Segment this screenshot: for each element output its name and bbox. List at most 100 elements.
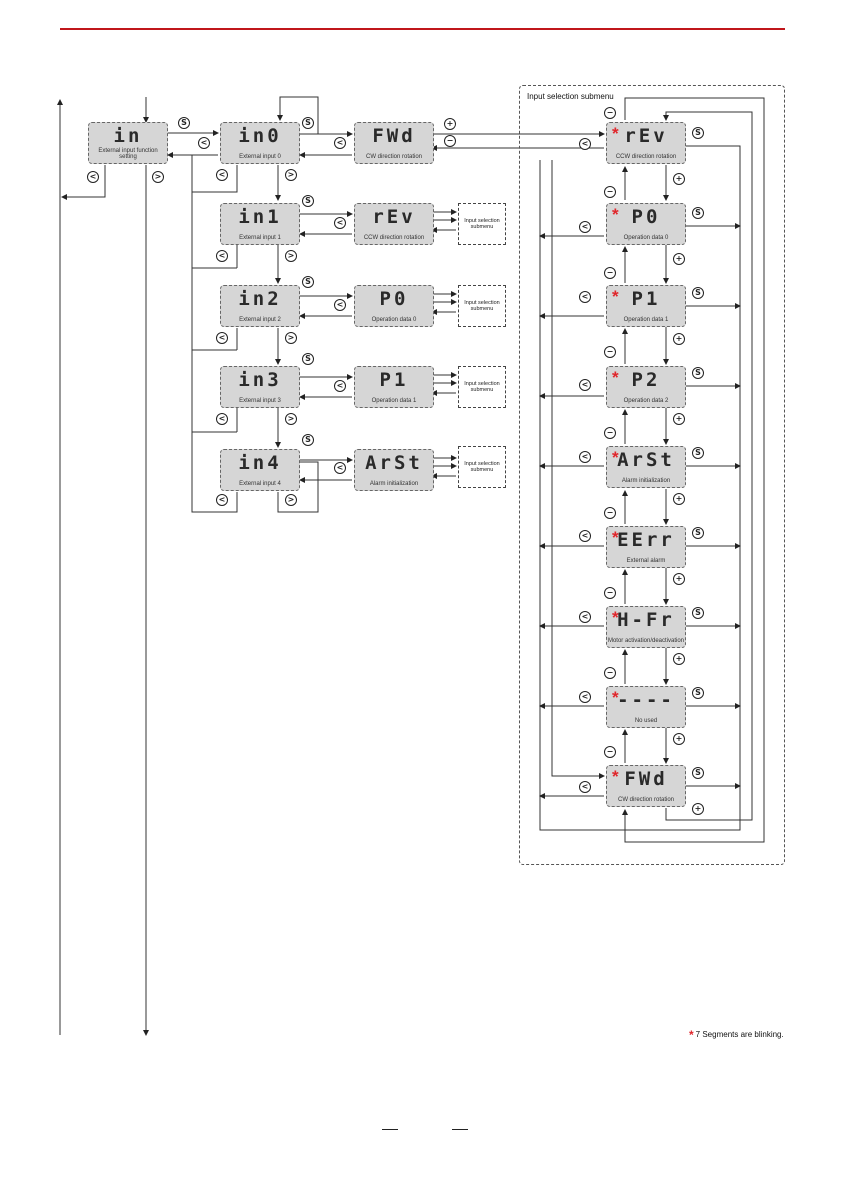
display-in2: in2 External input 2 bbox=[220, 285, 300, 327]
right-button-icon[interactable]: > bbox=[285, 332, 297, 344]
plus-button-icon[interactable]: + bbox=[444, 118, 456, 130]
left-button-icon[interactable]: < bbox=[579, 379, 591, 391]
set-button-icon[interactable]: S bbox=[692, 607, 704, 619]
blink-star-icon: * bbox=[612, 124, 619, 143]
left-button-icon[interactable]: < bbox=[216, 494, 228, 506]
blink-star-icon: * bbox=[612, 287, 619, 306]
left-button-icon[interactable]: < bbox=[579, 291, 591, 303]
minus-button-icon[interactable]: − bbox=[604, 107, 616, 119]
display-label: Alarm initialization bbox=[621, 478, 671, 484]
page-mark bbox=[452, 1129, 468, 1130]
set-button-icon[interactable]: S bbox=[302, 353, 314, 365]
submenu-item-p1: * P1 Operation data 1 bbox=[606, 285, 686, 327]
plus-button-icon[interactable]: + bbox=[673, 333, 685, 345]
set-button-icon[interactable]: S bbox=[692, 447, 704, 459]
plus-button-icon[interactable]: + bbox=[673, 653, 685, 665]
segment-text: in1 bbox=[238, 206, 282, 228]
left-button-icon[interactable]: < bbox=[334, 299, 346, 311]
left-button-icon[interactable]: < bbox=[579, 221, 591, 233]
submenu-ref-text: submenu bbox=[470, 387, 494, 393]
submenu-item-p0: * P0 Operation data 0 bbox=[606, 203, 686, 245]
page-top-rule bbox=[60, 28, 785, 30]
segment-text: in3 bbox=[238, 369, 282, 391]
minus-button-icon[interactable]: − bbox=[604, 267, 616, 279]
minus-button-icon[interactable]: − bbox=[444, 135, 456, 147]
left-button-icon[interactable]: < bbox=[579, 781, 591, 793]
submenu-item-arst: * ArSt Alarm initialization bbox=[606, 446, 686, 488]
blink-star-icon: * bbox=[612, 767, 619, 786]
set-button-icon[interactable]: S bbox=[302, 276, 314, 288]
left-button-icon[interactable]: < bbox=[216, 250, 228, 262]
right-button-icon[interactable]: > bbox=[152, 171, 164, 183]
left-button-icon[interactable]: < bbox=[579, 138, 591, 150]
plus-button-icon[interactable]: + bbox=[692, 803, 704, 815]
plus-button-icon[interactable]: + bbox=[673, 413, 685, 425]
left-button-icon[interactable]: < bbox=[579, 451, 591, 463]
segment-text: P1 bbox=[379, 369, 409, 391]
plus-button-icon[interactable]: + bbox=[673, 173, 685, 185]
set-button-icon[interactable]: S bbox=[692, 527, 704, 539]
display-in1: in1 External input 1 bbox=[220, 203, 300, 245]
input-selection-submenu-frame bbox=[519, 85, 785, 865]
submenu-ref-text: submenu bbox=[470, 306, 494, 312]
left-button-icon[interactable]: < bbox=[216, 332, 228, 344]
segment-text: ---- bbox=[617, 689, 675, 711]
set-button-icon[interactable]: S bbox=[692, 207, 704, 219]
set-button-icon[interactable]: S bbox=[302, 117, 314, 129]
left-button-icon[interactable]: < bbox=[216, 413, 228, 425]
segment-text: EErr bbox=[617, 529, 675, 551]
main-label: External input function setting bbox=[98, 148, 158, 160]
minus-button-icon[interactable]: − bbox=[604, 587, 616, 599]
left-button-icon[interactable]: < bbox=[334, 137, 346, 149]
right-button-icon[interactable]: > bbox=[285, 250, 297, 262]
display-label: Operation data 0 bbox=[371, 317, 417, 323]
display-function-4: ArSt Alarm initialization bbox=[354, 449, 434, 491]
set-button-icon[interactable]: S bbox=[302, 195, 314, 207]
set-button-icon[interactable]: S bbox=[302, 434, 314, 446]
minus-button-icon[interactable]: − bbox=[604, 667, 616, 679]
submenu-item-rev: * rEv CCW direction rotation bbox=[606, 122, 686, 164]
display-label: CW direction rotation bbox=[365, 154, 423, 160]
minus-button-icon[interactable]: − bbox=[604, 746, 616, 758]
submenu-reference-1: Input selection submenu bbox=[458, 203, 506, 245]
set-button-icon[interactable]: S bbox=[692, 127, 704, 139]
page-mark bbox=[382, 1129, 398, 1130]
plus-button-icon[interactable]: + bbox=[673, 573, 685, 585]
left-button-icon[interactable]: < bbox=[334, 380, 346, 392]
set-button-icon[interactable]: S bbox=[692, 287, 704, 299]
segment-text: in0 bbox=[238, 125, 282, 147]
left-button-icon[interactable]: < bbox=[579, 691, 591, 703]
segment-text: rEv bbox=[372, 206, 416, 228]
plus-button-icon[interactable]: + bbox=[673, 253, 685, 265]
set-button-icon[interactable]: S bbox=[692, 687, 704, 699]
minus-button-icon[interactable]: − bbox=[604, 507, 616, 519]
display-label: Operation data 0 bbox=[623, 235, 669, 241]
set-button-icon[interactable]: S bbox=[692, 767, 704, 779]
segment-text: FWd bbox=[372, 125, 416, 147]
plus-button-icon[interactable]: + bbox=[673, 733, 685, 745]
left-button-icon[interactable]: < bbox=[334, 217, 346, 229]
segment-text: FWd bbox=[624, 768, 668, 790]
minus-button-icon[interactable]: − bbox=[604, 346, 616, 358]
segment-text: H-Fr bbox=[617, 609, 675, 631]
right-button-icon[interactable]: > bbox=[285, 413, 297, 425]
minus-button-icon[interactable]: − bbox=[604, 186, 616, 198]
submenu-item-hfr: * H-Fr Motor activation/deactivation bbox=[606, 606, 686, 648]
right-button-icon[interactable]: > bbox=[285, 169, 297, 181]
segment-text: P0 bbox=[379, 288, 409, 310]
display-label: External alarm bbox=[626, 558, 666, 564]
minus-button-icon[interactable]: − bbox=[604, 427, 616, 439]
segment-text: P1 bbox=[631, 288, 661, 310]
plus-button-icon[interactable]: + bbox=[673, 493, 685, 505]
display-label: External input 2 bbox=[239, 317, 281, 323]
left-button-icon[interactable]: < bbox=[87, 171, 99, 183]
set-button-icon[interactable]: S bbox=[178, 117, 190, 129]
left-button-icon[interactable]: < bbox=[216, 169, 228, 181]
left-button-icon[interactable]: < bbox=[579, 530, 591, 542]
left-button-icon[interactable]: < bbox=[334, 462, 346, 474]
right-button-icon[interactable]: > bbox=[285, 494, 297, 506]
left-button-icon[interactable]: < bbox=[198, 137, 210, 149]
set-button-icon[interactable]: S bbox=[692, 367, 704, 379]
left-button-icon[interactable]: < bbox=[579, 611, 591, 623]
